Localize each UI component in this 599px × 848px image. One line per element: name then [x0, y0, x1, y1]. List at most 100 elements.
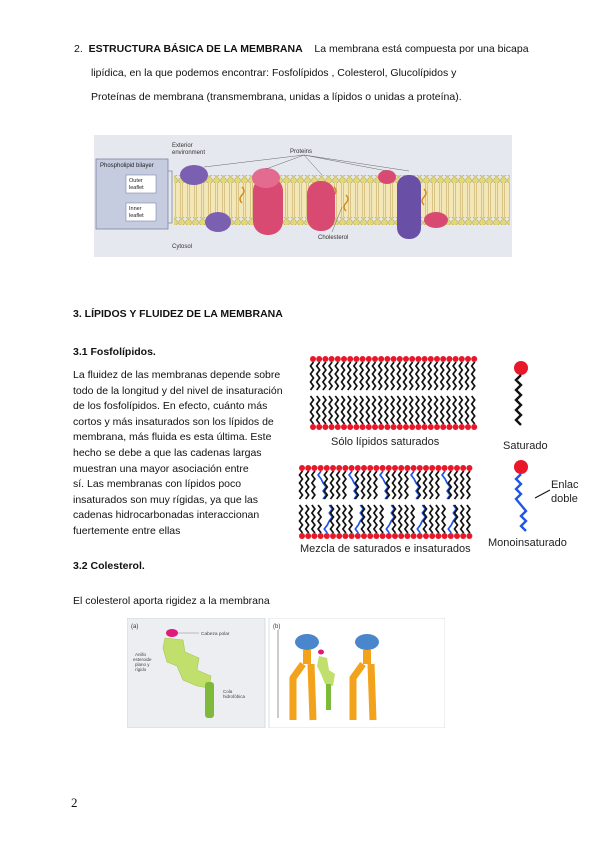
label-ring-2: esteroide: [133, 657, 152, 662]
bilayer-tails-lines: [174, 183, 510, 217]
saturated-tail: [383, 361, 389, 391]
section2-heading: ESTRUCTURA BÁSICA DE LA MEMBRANA: [88, 43, 303, 55]
lipid-head: [415, 356, 422, 362]
section2-text-2: lipídica, en la que podemos encontrar: F…: [91, 67, 457, 79]
membrane-bilayer-figure: Exterior environment Proteins Cholestero…: [94, 135, 512, 257]
lipid-head: [396, 356, 403, 362]
saturated-tail: [360, 470, 366, 500]
saturated-tail: [421, 395, 427, 425]
saturated-tail: [309, 395, 315, 425]
label-cytosol: Cytosol: [172, 244, 192, 250]
cholesterol-text: El colesterol aporta rigidez a la membra…: [73, 595, 270, 607]
label-outer-1: Outer: [129, 178, 143, 184]
lipid-head: [385, 533, 392, 539]
lipid-head: [465, 424, 471, 430]
lipid-head: [435, 465, 442, 471]
saturated-tail: [379, 504, 385, 534]
saturated-tail: [402, 395, 408, 425]
lipid-head: [440, 424, 447, 430]
lipid-head: [347, 356, 354, 362]
lipid-head: [423, 465, 429, 471]
inner-leaflet-heads: [174, 217, 510, 225]
saturated-tail: [396, 361, 402, 391]
unsaturated-tail: [317, 470, 328, 500]
saturated-tail: [445, 395, 451, 425]
saturated-tail: [452, 361, 458, 391]
lipid-head: [427, 356, 434, 362]
saturated-tail: [371, 395, 377, 425]
para-line: cortos y más insaturados son los lípidos…: [73, 415, 274, 428]
lipid-head: [330, 533, 336, 539]
phospholipid-right-tail-1: [349, 661, 366, 720]
lipid-head: [342, 533, 349, 539]
saturated-tail: [298, 504, 304, 534]
outer-leaflet-box: [125, 174, 157, 194]
lipid-head: [322, 424, 329, 430]
lipid-head: [328, 356, 335, 362]
lipid-head: [415, 424, 422, 430]
lipid-head: [471, 356, 478, 362]
saturated-tail: [390, 361, 396, 391]
lipid-head: [440, 356, 447, 362]
lipid-head: [342, 465, 349, 471]
saturated-tail: [414, 395, 420, 425]
lipid-head: [367, 465, 374, 471]
saturated-tail: [470, 395, 476, 425]
lipid-head: [359, 356, 366, 362]
saturated-tail: [328, 395, 334, 425]
para-line: membrana, más fluida es esta última. Est…: [73, 431, 272, 444]
lipid-head: [423, 533, 429, 539]
lipid-head: [334, 424, 341, 430]
lipid-head: [316, 424, 323, 430]
lipid-head: [373, 533, 380, 539]
lipid-head: [435, 533, 442, 539]
saturated-tail: [348, 504, 354, 534]
label-mixture: Mezcla de saturados e insaturados: [300, 543, 471, 555]
saturated-tail: [453, 470, 459, 500]
polar-head-icon: [166, 629, 178, 637]
label-ring-1: Anillo: [135, 652, 147, 657]
saturated-tail: [439, 395, 445, 425]
mixed-bilayer: [298, 465, 473, 539]
saturated-tail: [321, 395, 327, 425]
unsaturated-tail: [416, 504, 427, 534]
unsaturated-tail: [447, 504, 458, 534]
lipid-head: [441, 533, 448, 539]
label-tail-1: Cola: [223, 689, 233, 694]
lipid-head: [323, 465, 330, 471]
lipid-head: [367, 533, 374, 539]
cholesterol-head: [318, 649, 324, 655]
saturated-tail: [354, 470, 360, 500]
saturated-tail: [346, 395, 352, 425]
lipid-head: [446, 356, 453, 362]
lipid-head: [466, 533, 473, 539]
saturated-tail: [459, 470, 465, 500]
saturated-tail: [441, 504, 447, 534]
saturated-bilayer: [309, 356, 478, 430]
lipid-head: [372, 356, 378, 362]
lipid-head: [460, 465, 467, 471]
lipid-head: [348, 465, 355, 471]
saturated-tail: [447, 470, 453, 500]
lipid-head: [398, 533, 405, 539]
lipid-head: [299, 465, 305, 471]
saturated-tail: [329, 504, 335, 534]
saturated-tail: [310, 470, 316, 500]
saturated-tail: [335, 504, 341, 534]
saturated-tail: [453, 504, 459, 534]
saturated-tail: [298, 470, 304, 500]
saturated-tail: [391, 504, 397, 534]
lipid-head: [447, 465, 454, 471]
single-monounsaturated-lipid: [514, 460, 551, 532]
lipid-head: [452, 356, 459, 362]
lipid-head: [341, 424, 347, 430]
lipid-head: [398, 465, 405, 471]
lipid-head: [385, 465, 392, 471]
saturated-tail: [340, 395, 346, 425]
saturated-tail: [334, 361, 340, 391]
saturated-tail: [377, 395, 383, 425]
inner-leaflet-box: [125, 202, 157, 222]
para-line: muestran una mayor asociación entre: [73, 462, 249, 475]
lipid-head: [365, 356, 372, 362]
saturated-tail: [396, 395, 402, 425]
